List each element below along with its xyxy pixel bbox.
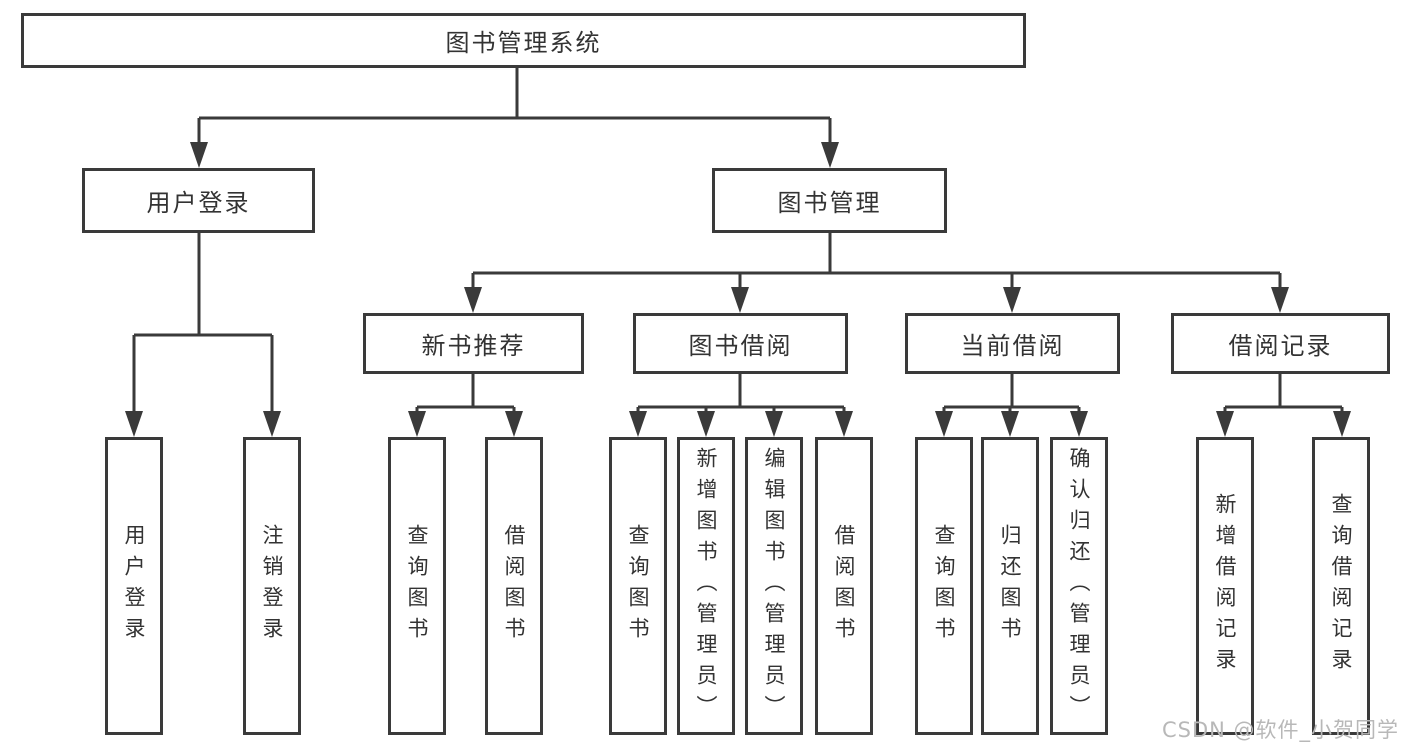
leaf-label: 确认归还（管理员） <box>1067 446 1091 726</box>
node-label: 用户登录 <box>146 189 251 217</box>
node-label: 当前借阅 <box>960 332 1065 360</box>
node-label: 图书管理系统 <box>445 29 602 57</box>
leaf-label: 新增借阅记录 <box>1213 493 1237 679</box>
leaf-label: 编辑图书（管理员） <box>762 446 786 726</box>
leaf-query-books: 查询图书 <box>915 437 973 735</box>
leaf-return-books: 归还图书 <box>981 437 1039 735</box>
leaf-label: 注销登录 <box>260 524 284 648</box>
leaf-label: 查询借阅记录 <box>1329 493 1353 679</box>
leaf-add-books-admin: 新增图书（管理员） <box>677 437 735 735</box>
node-label: 新书推荐 <box>421 332 526 360</box>
leaf-label: 用户登录 <box>122 524 146 648</box>
leaf-query-books: 查询图书 <box>609 437 667 735</box>
leaf-add-borrow-record: 新增借阅记录 <box>1196 437 1254 735</box>
leaf-label: 查询图书 <box>405 524 429 648</box>
leaf-confirm-return-admin: 确认归还（管理员） <box>1050 437 1108 735</box>
node-label: 借阅记录 <box>1228 332 1333 360</box>
leaf-borrow-books: 借阅图书 <box>815 437 873 735</box>
leaf-label: 新增图书（管理员） <box>694 446 718 726</box>
leaf-query-books: 查询图书 <box>388 437 446 735</box>
node-label: 图书管理 <box>777 189 882 217</box>
leaf-label: 查询图书 <box>932 524 956 648</box>
node-current-borrowing: 当前借阅 <box>905 313 1120 374</box>
leaf-label: 借阅图书 <box>832 524 856 648</box>
leaf-query-borrow-record: 查询借阅记录 <box>1312 437 1370 735</box>
leaf-label: 借阅图书 <box>502 524 526 648</box>
leaf-edit-books-admin: 编辑图书（管理员） <box>745 437 803 735</box>
leaf-label: 查询图书 <box>626 524 650 648</box>
leaf-logout: 注销登录 <box>243 437 301 735</box>
node-library-management-system: 图书管理系统 <box>21 13 1026 68</box>
node-borrowing-records: 借阅记录 <box>1171 313 1390 374</box>
leaf-label: 归还图书 <box>998 524 1022 648</box>
leaf-user-login: 用户登录 <box>105 437 163 735</box>
node-book-borrowing: 图书借阅 <box>633 313 848 374</box>
node-book-management: 图书管理 <box>712 168 947 233</box>
leaf-borrow-books: 借阅图书 <box>485 437 543 735</box>
node-user-login: 用户登录 <box>82 168 315 233</box>
csdn-watermark: CSDN @软件_小贺同学 <box>1162 718 1400 742</box>
node-label: 图书借阅 <box>688 332 793 360</box>
node-new-book-recommendation: 新书推荐 <box>363 313 584 374</box>
